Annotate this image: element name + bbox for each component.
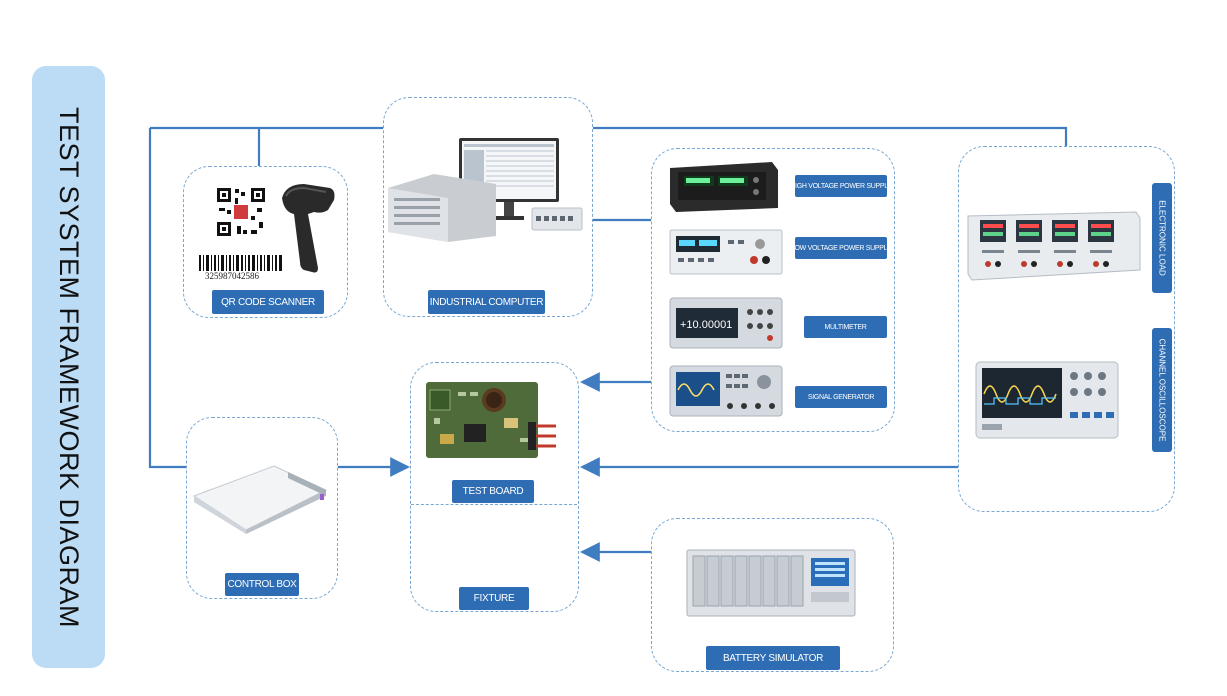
industrial-computer-label: INDUSTRIAL COMPUTER — [428, 290, 545, 314]
industrial-computer-icon — [388, 138, 583, 242]
fixture-label: FIXTURE — [459, 587, 529, 610]
load-scope-card — [958, 146, 1175, 512]
electronic-load-label: ELECTRONIC LOAD — [1152, 183, 1172, 293]
electronic-load-text: ELECTRONIC LOAD — [1157, 200, 1167, 276]
test-board-label: TEST BOARD — [452, 480, 534, 503]
oscilloscope-text: CHANNEL OSCILLOSCOPE — [1157, 338, 1167, 442]
barcode-number: 325987042586 — [205, 271, 259, 281]
oscilloscope-label: CHANNEL OSCILLOSCOPE — [1152, 328, 1172, 452]
barcode-scanner-icon — [282, 184, 335, 273]
oscilloscope-icon — [975, 361, 1119, 439]
multimeter-display: +10.00001 — [680, 319, 732, 331]
signal-generator-label: SIGNAL GENERATOR — [795, 386, 887, 408]
test-board-fixture-divider — [411, 504, 577, 505]
control-box-icon — [192, 465, 328, 534]
electronic-load-icon — [967, 211, 1141, 281]
signal-generator-icon — [669, 365, 783, 417]
title-panel: TEST SYSTEM FRAMEWORK DIAGRAM — [32, 66, 105, 668]
battery-simulator-label: BATTERY SIMULATOR — [706, 646, 840, 670]
test-board-icon — [426, 382, 556, 458]
low-voltage-power-supply-icon — [669, 229, 783, 275]
barcode-icon — [199, 255, 282, 271]
multimeter-label: MULTIMETER — [804, 316, 887, 338]
high-voltage-power-supply-icon — [670, 162, 778, 212]
control-box-label: CONTROL BOX — [225, 573, 299, 596]
qr-code-icon — [215, 186, 267, 238]
qr-scanner-label: QR CODE SCANNER — [212, 290, 324, 314]
multimeter-icon: +10.00001 — [669, 297, 783, 349]
high-voltage-power-supply-label: HIGH VOLTAGE POWER SUPPLY — [790, 175, 892, 197]
battery-simulator-icon — [686, 549, 856, 617]
low-voltage-power-supply-label: LOW VOLTAGE POWER SUPPLY — [791, 237, 891, 259]
top-bus-line-right — [591, 126, 1068, 146]
